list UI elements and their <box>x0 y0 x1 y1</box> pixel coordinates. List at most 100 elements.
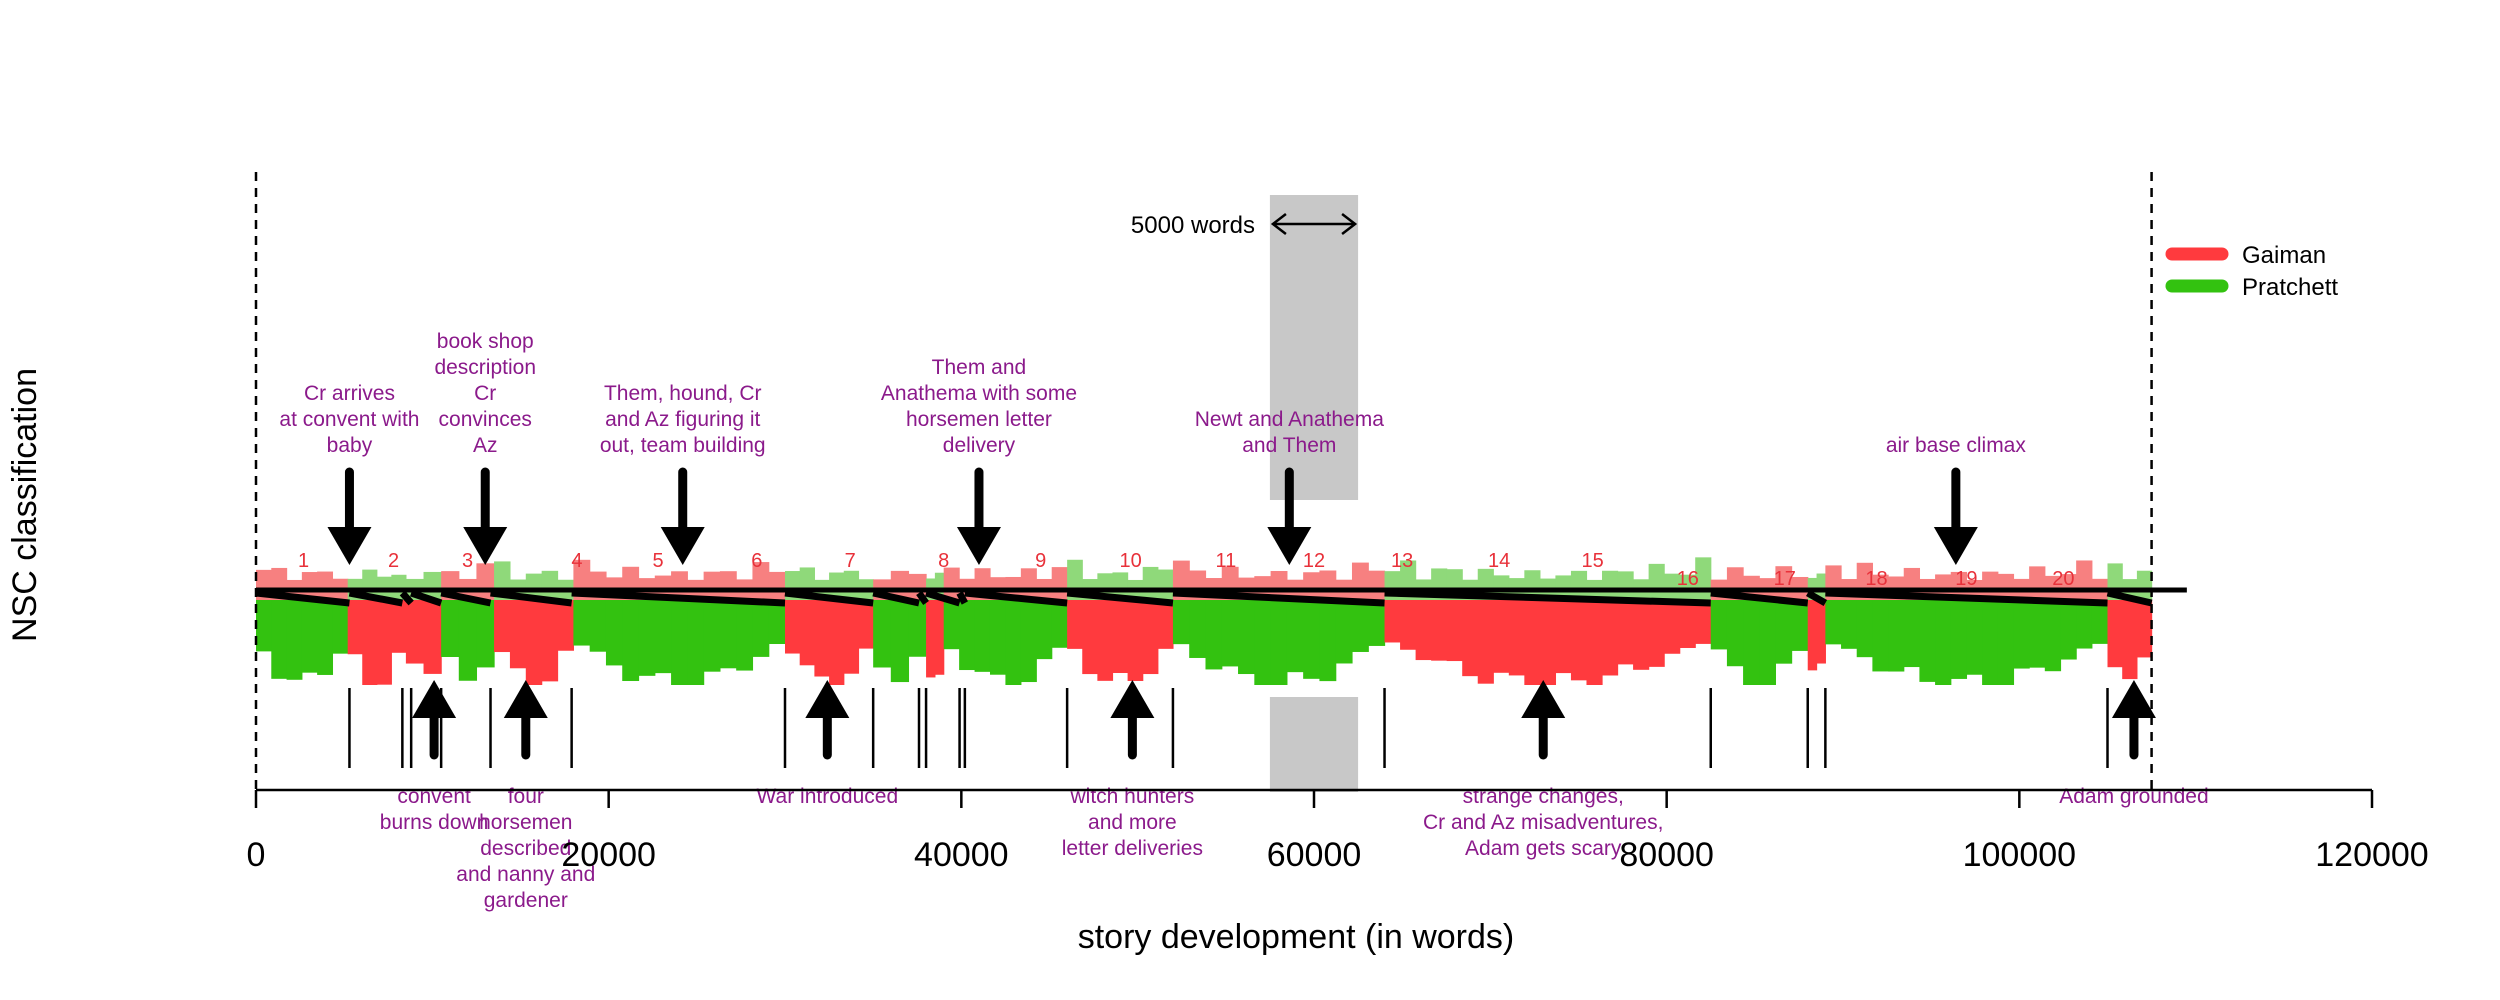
bar-lower <box>1051 600 1068 648</box>
annotation-arrow-up <box>1521 680 1566 760</box>
trend-segment <box>490 589 573 607</box>
chapter-label: 4 <box>571 550 582 572</box>
annotation-arrow-down <box>660 467 705 565</box>
bar-lower <box>736 600 754 671</box>
bar-lower <box>799 600 815 666</box>
bar-lower <box>1189 600 1207 658</box>
bar-lower <box>1816 600 1826 664</box>
bar-upper <box>1270 570 1288 600</box>
bar-upper <box>1664 573 1681 600</box>
annotation-text: strange changes, <box>1463 785 1624 808</box>
bar-upper <box>1982 571 1999 600</box>
bar-lower <box>1493 600 1510 673</box>
annotation-text: and Them <box>1242 434 1336 457</box>
trend-segment <box>410 589 443 607</box>
bar-lower <box>286 600 303 680</box>
chapter-label: 8 <box>938 550 949 572</box>
trend-segment <box>399 590 414 606</box>
bar-lower <box>1775 600 1793 664</box>
bar-lower <box>1726 600 1744 667</box>
bar-lower <box>1446 600 1463 662</box>
chapter-label: 14 <box>1488 550 1510 572</box>
chapter-label: 13 <box>1391 550 1413 572</box>
bar-upper <box>1524 570 1541 600</box>
bar-upper <box>703 571 721 600</box>
bar-lower <box>703 600 721 672</box>
x-tick-label: 0 <box>247 836 266 874</box>
bar-lower <box>1384 600 1401 643</box>
bar-upper <box>671 571 688 600</box>
annotation-text: War introduced <box>757 785 899 808</box>
bar-upper <box>890 570 910 600</box>
bar-upper <box>2060 574 2077 600</box>
bar-lower <box>1648 600 1665 667</box>
trend-segment <box>255 589 350 607</box>
bar-lower <box>1351 600 1369 652</box>
bar-upper <box>1617 571 1634 600</box>
bar-lower <box>1950 600 1968 679</box>
bar-lower <box>301 600 318 673</box>
trend-segment <box>1806 589 1828 607</box>
bar-lower <box>2076 600 2093 649</box>
bar-lower <box>256 600 272 652</box>
annotation: air base climax <box>1886 434 2027 457</box>
annotation-text: description <box>434 356 536 379</box>
bar-lower <box>541 600 559 682</box>
bar-lower <box>1127 600 1144 681</box>
x-tick-label: 40000 <box>914 836 1009 874</box>
legend-label: Pratchett <box>2242 274 2338 301</box>
bar-lower <box>2060 600 2077 660</box>
annotation-arrow-up <box>2111 680 2156 760</box>
y-axis-title: NSC classification <box>6 368 44 642</box>
bar-lower <box>1872 600 1889 672</box>
bar-lower <box>423 600 442 674</box>
bar-lower <box>1400 600 1417 650</box>
bar-lower <box>908 600 927 657</box>
bar-lower <box>1270 600 1288 685</box>
bar-lower <box>989 600 1007 675</box>
bar-lower <box>1082 600 1098 675</box>
chapter-boundaries-layer <box>254 172 2153 790</box>
bar-upper <box>2029 566 2046 600</box>
annotation-text: and more <box>1088 811 1177 834</box>
bar-lower <box>1286 600 1304 673</box>
bar-lower <box>1221 600 1239 667</box>
bar-lower <box>1036 600 1053 660</box>
bar-lower <box>1067 600 1083 649</box>
annotation-text: out, team building <box>600 434 766 457</box>
bar-lower <box>509 600 527 669</box>
bar-lower <box>1919 600 1936 682</box>
bar-upper <box>829 572 845 600</box>
annotation-text: Cr arrives <box>304 382 395 405</box>
bar-lower <box>638 600 656 676</box>
chapter-label: 7 <box>845 550 856 572</box>
annotation-text: burns down <box>380 811 489 834</box>
bar-lower <box>622 600 640 682</box>
bar-lower <box>843 600 860 674</box>
annotation-text: Them and <box>932 356 1027 379</box>
trend-segment <box>1710 589 1809 607</box>
bar-lower <box>476 600 495 668</box>
annotation-text: four <box>508 785 544 808</box>
bar-upper <box>1351 562 1369 600</box>
annotation-text: Them, hound, Cr <box>604 382 762 405</box>
bar-lower <box>1617 600 1634 665</box>
bar-lower <box>1477 600 1494 684</box>
bar-upper <box>1816 573 1826 600</box>
annotation-text: delivery <box>943 434 1016 457</box>
bar-lower <box>347 600 363 655</box>
annotation-text: at convent with <box>279 408 419 431</box>
bar-lower <box>1020 600 1037 683</box>
annotation-text: gardener <box>484 889 568 912</box>
scale-marker-arrow <box>1270 213 1358 235</box>
bar-lower <box>1005 600 1022 685</box>
x-axis-title: story development (in words) <box>1078 918 1515 956</box>
chapter-label: 20 <box>2052 568 2074 590</box>
bar-lower <box>687 600 705 685</box>
bar-lower <box>1679 600 1696 648</box>
bar-lower <box>2013 600 2030 669</box>
x-tick-label: 80000 <box>1619 836 1714 874</box>
